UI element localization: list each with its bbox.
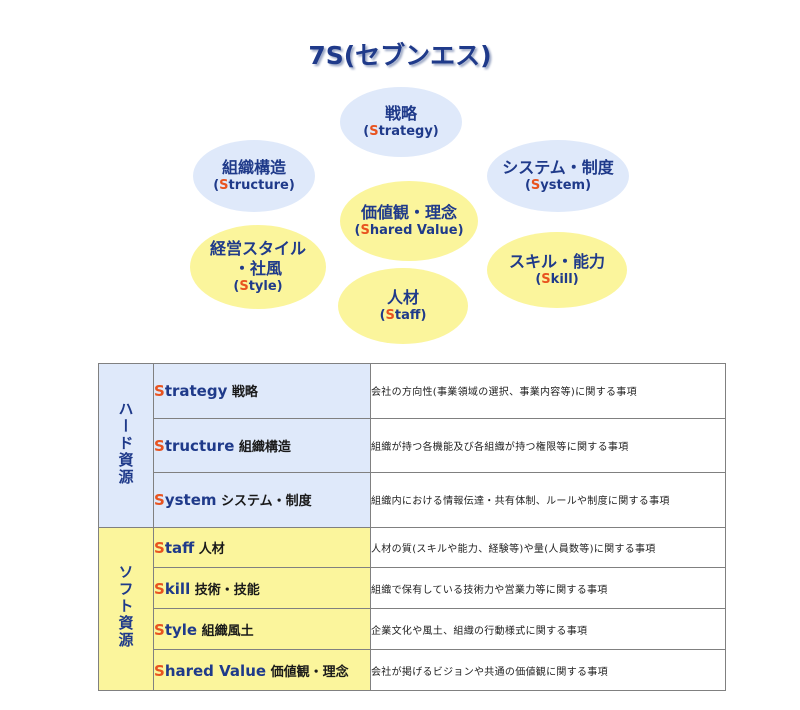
- circle-style: 経営スタイル ・社風 (Style): [190, 225, 326, 309]
- circle-label: 組織構造: [221, 157, 286, 177]
- row-description: 企業文化や風土、組織の行動様式に関する事項: [370, 608, 726, 651]
- circle-shared-value: 価値観・理念 (Shared Value): [340, 181, 478, 261]
- circle-skill: スキル・能力 (Skill): [487, 232, 627, 308]
- circle-english: tructure: [228, 177, 289, 193]
- circle-english: ystem: [540, 177, 586, 193]
- table-row: Skill 技術・技能 組織で保有している技術力や営業力等に関する事項: [99, 567, 726, 610]
- row-shared-value: Shared Value 価値観・理念: [153, 649, 371, 691]
- circle-label: スキル・能力: [508, 251, 605, 271]
- row-style: Style 組織風土: [153, 608, 371, 651]
- row-description: 組織内における情報伝達・共有体制、ルールや制度に関する事項: [370, 472, 726, 528]
- circle-english: trategy: [378, 123, 433, 139]
- row-staff: Staff 人材: [153, 526, 371, 569]
- row-strategy: Strategy 戦略: [153, 363, 371, 419]
- row-skill: Skill 技術・技能: [153, 567, 371, 610]
- row-system: System システム・制度: [153, 472, 371, 528]
- circle-english: tyle: [248, 278, 277, 294]
- circle-initial: S: [385, 307, 395, 323]
- circle-label: 人材: [386, 287, 419, 307]
- table-row: System システム・制度 組織内における情報伝達・共有体制、ルールや制度に関…: [99, 472, 726, 528]
- circle-label: 価値観・理念: [360, 202, 457, 222]
- table-row: Structure 組織構造 組織が持つ各機能及び各組織が持つ権限等に関する事項: [99, 417, 726, 473]
- circle-initial: S: [219, 177, 229, 193]
- circle-initial: S: [541, 271, 551, 287]
- seven-s-table: ハード資源 Strategy 戦略 会社の方向性(事業領域の選択、事業内容等)に…: [98, 363, 726, 691]
- circle-initial: S: [530, 177, 541, 193]
- table-row: Shared Value 価値観・理念 会社が掲げるビジョンや共通の価値観に関す…: [99, 649, 726, 691]
- row-description: 組織が持つ各機能及び各組織が持つ権限等に関する事項: [370, 417, 726, 473]
- circle-initial: S: [360, 222, 370, 238]
- table-row: ソフト資源 Staff 人材 人材の質(スキルや能力、経験等)や量(人員数等)に…: [98, 526, 726, 691]
- hard-resources-label: ハード資源: [98, 363, 154, 528]
- row-structure: Structure 組織構造: [153, 417, 371, 473]
- row-description: 組織で保有している技術力や営業力等に関する事項: [370, 567, 726, 610]
- circle-english: taff: [394, 307, 421, 323]
- circle-staff: 人材 (Staff): [338, 268, 468, 344]
- circle-initial: S: [239, 278, 249, 294]
- circle-initial: S: [369, 123, 379, 139]
- circle-strategy: 戦略 (Strategy): [340, 87, 462, 157]
- table-row: Style 組織風土 企業文化や風土、組織の行動様式に関する事項: [99, 608, 726, 651]
- table-row: ハード資源 Strategy 戦略 会社の方向性(事業領域の選択、事業内容等)に…: [98, 363, 726, 528]
- diagram-title: 7S(セブンエス): [308, 41, 492, 70]
- circle-label: 戦略: [384, 103, 417, 123]
- circle-label: システム・制度: [502, 157, 614, 177]
- row-description: 会社の方向性(事業領域の選択、事業内容等)に関する事項: [370, 363, 726, 419]
- circle-label: 経営スタイル ・社風: [209, 238, 306, 278]
- circle-english: kill: [550, 271, 573, 287]
- soft-resources-label: ソフト資源: [98, 526, 154, 691]
- row-description: 会社が掲げるビジョンや共通の価値観に関する事項: [370, 649, 726, 691]
- circle-structure: 組織構造 (Structure): [193, 140, 315, 212]
- circle-english: hared Value: [369, 222, 458, 238]
- row-description: 人材の質(スキルや能力、経験等)や量(人員数等)に関する事項: [370, 526, 726, 569]
- circle-system: システム・制度 (System): [487, 140, 629, 212]
